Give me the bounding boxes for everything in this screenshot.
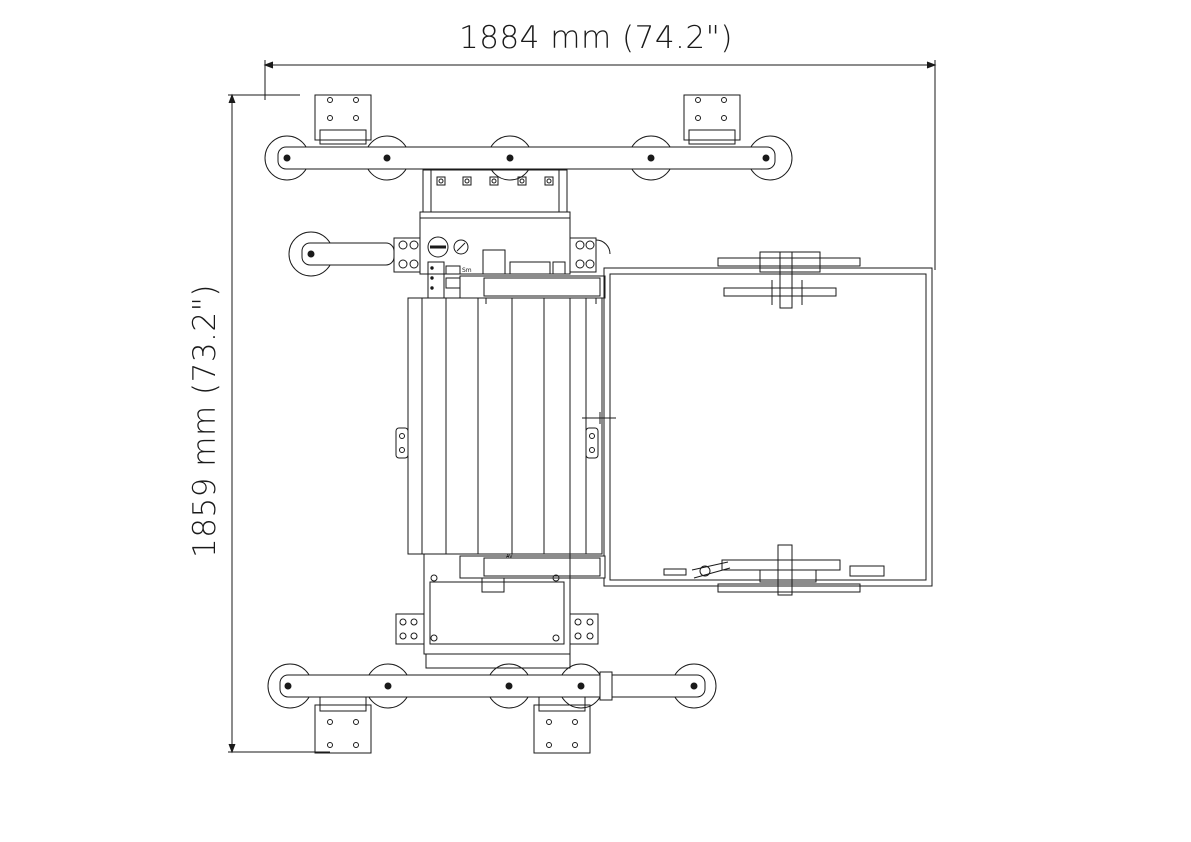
- mounting-plate-bottom-mid: [534, 697, 590, 753]
- lower-frame: [424, 554, 570, 668]
- right-frame: [604, 268, 932, 586]
- mounting-plate-bottom-left: [315, 697, 371, 753]
- lower-right-mechanism: [664, 545, 884, 595]
- side-tabs: [396, 428, 598, 458]
- left-arm: [289, 232, 420, 276]
- mounting-plate-top-left: [315, 95, 371, 144]
- upper-cross-tube: [460, 276, 605, 304]
- height-dimension-line: [228, 95, 330, 752]
- terminal-strip: [428, 262, 460, 298]
- side-brackets: [396, 614, 598, 644]
- control-box: [420, 218, 570, 274]
- mounting-plate-top-right: [684, 95, 740, 144]
- upper-frame: [420, 170, 570, 218]
- top-cross-bar: [278, 147, 775, 169]
- right-arm-stub: [570, 238, 610, 272]
- main-roller-panel: [408, 298, 616, 554]
- small-label-top: Sm: [462, 267, 472, 274]
- small-label-bottom: AV: [506, 554, 513, 560]
- bottom-cross-bar: [280, 672, 705, 700]
- lower-cross-tube: [460, 556, 605, 592]
- width-dimension-line: [265, 60, 935, 270]
- upper-right-mechanism: [718, 252, 860, 308]
- dimension-width-label: 1884 mm (74.2"): [459, 20, 733, 56]
